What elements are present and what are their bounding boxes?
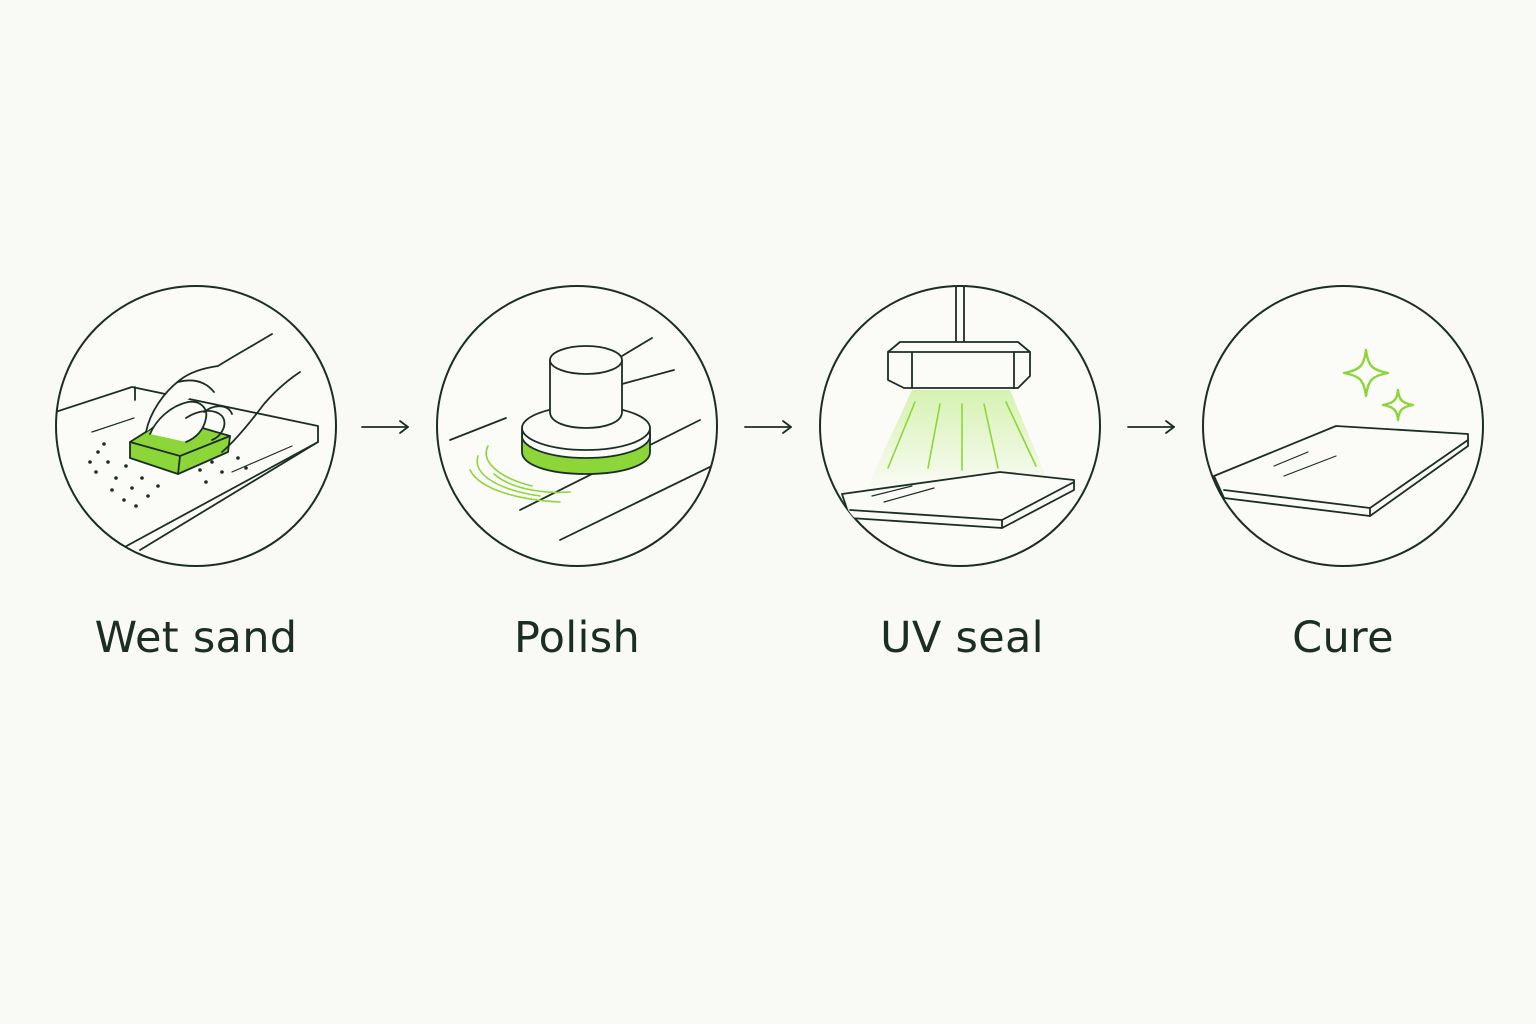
uv-lamp-icon [841, 286, 1075, 529]
arrow-right-icon [361, 420, 409, 434]
swirl-marks [469, 445, 571, 503]
step-label-uv-seal: UV seal [880, 613, 1044, 663]
dust-particles [88, 442, 248, 508]
step-label-wet-sand: Wet sand [94, 613, 298, 663]
sparkle-panel-icon [1213, 348, 1469, 517]
arrow-right-icon [1127, 420, 1175, 434]
step-3-icon [819, 285, 1101, 567]
uv-light-beam [868, 390, 1050, 486]
step-2-icon [436, 285, 718, 567]
step-label-cure: Cure [1292, 613, 1394, 663]
arrow-right-icon [744, 420, 792, 434]
sanding-block-icon [56, 333, 319, 556]
uv-rays [887, 401, 1037, 471]
step-label-polish: Polish [513, 613, 641, 663]
step-4-icon [1202, 285, 1484, 567]
step-1-icon [55, 285, 337, 567]
sparkle-icons [1342, 348, 1415, 422]
polisher-icon [449, 337, 717, 541]
